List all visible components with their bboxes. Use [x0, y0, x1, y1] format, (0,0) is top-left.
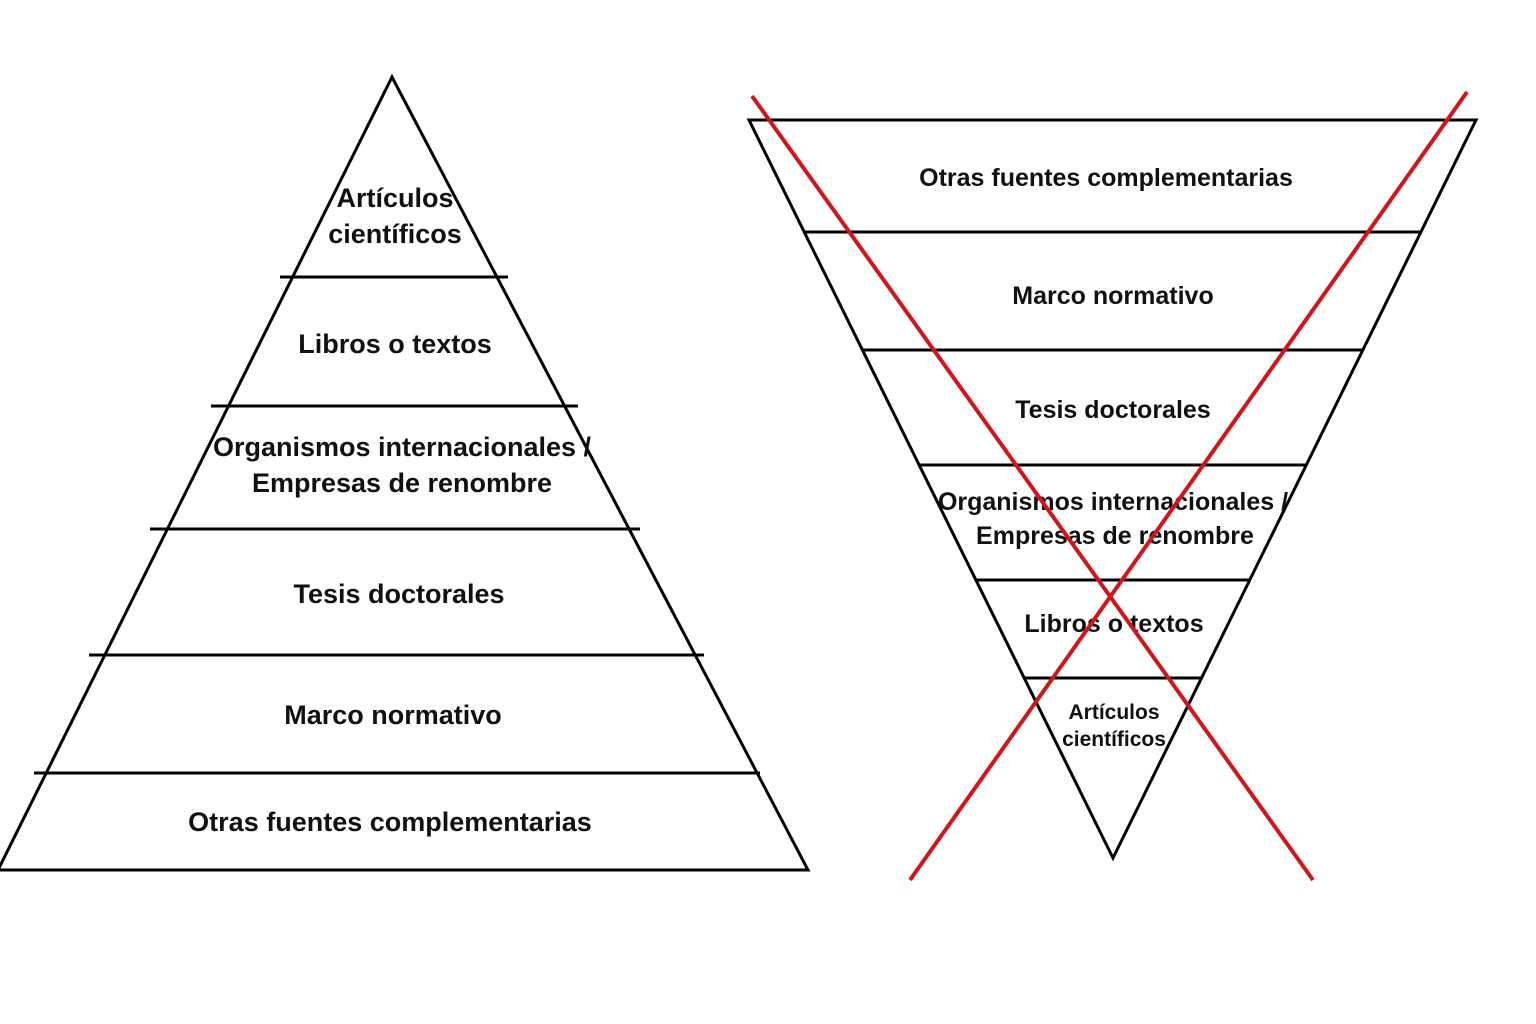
cross-out-mark: [750, 90, 1469, 882]
inverted-level-articulos: Artículos científicos: [1062, 701, 1166, 751]
upright-level-articulos: Artículos científicos: [328, 183, 462, 249]
inverted-level-tesis: Tesis doctorales: [1015, 396, 1210, 424]
inverted-pyramid: Otras fuentes complementarias Marco norm…: [746, 90, 1479, 882]
inverted-level-6-line2: científicos: [1062, 728, 1166, 751]
upright-pyramid: Artículos científicos Libros o textos Or…: [0, 73, 811, 872]
inverted-level-organismos: Organismos internacionales / Empresas de…: [938, 488, 1288, 550]
cross-out-line-1: [750, 94, 1315, 882]
inverted-level-1-line1: Otras fuentes complementarias: [919, 164, 1293, 192]
inverted-level-4-line2: Empresas de renombre: [976, 522, 1254, 550]
inverted-level-5-line1: Libros o textos: [1024, 610, 1203, 638]
upright-level-6-line1: Otras fuentes complementarias: [188, 807, 592, 837]
inverted-pyramid-outline: [746, 118, 1479, 862]
upright-level-3-line1: Organismos internacionales /: [213, 432, 592, 462]
inverted-level-2-line1: Marco normativo: [1012, 282, 1213, 310]
upright-level-1-line2: científicos: [328, 219, 462, 249]
inverted-level-6-line1: Artículos: [1068, 701, 1159, 724]
inverted-level-otras: Otras fuentes complementarias: [919, 164, 1293, 192]
upright-level-tesis: Tesis doctorales: [293, 579, 504, 609]
upright-level-2-line1: Libros o textos: [298, 329, 492, 359]
cross-out-line-2: [908, 90, 1469, 882]
upright-level-3-line2: Empresas de renombre: [252, 468, 552, 498]
inverted-level-libros: Libros o textos: [1024, 610, 1203, 638]
upright-pyramid-outline: [0, 73, 811, 872]
upright-level-4-line1: Tesis doctorales: [293, 579, 504, 609]
inverted-level-marco: Marco normativo: [1012, 282, 1213, 310]
upright-level-1-line1: Artículos: [336, 183, 453, 213]
upright-level-otras: Otras fuentes complementarias: [188, 807, 592, 837]
upright-level-marco: Marco normativo: [284, 700, 502, 730]
inverted-level-3-line1: Tesis doctorales: [1015, 396, 1210, 424]
upright-level-organismos: Organismos internacionales / Empresas de…: [213, 432, 592, 498]
upright-level-libros: Libros o textos: [298, 329, 492, 359]
inverted-level-4-line1: Organismos internacionales /: [938, 488, 1288, 516]
upright-level-5-line1: Marco normativo: [284, 700, 502, 730]
